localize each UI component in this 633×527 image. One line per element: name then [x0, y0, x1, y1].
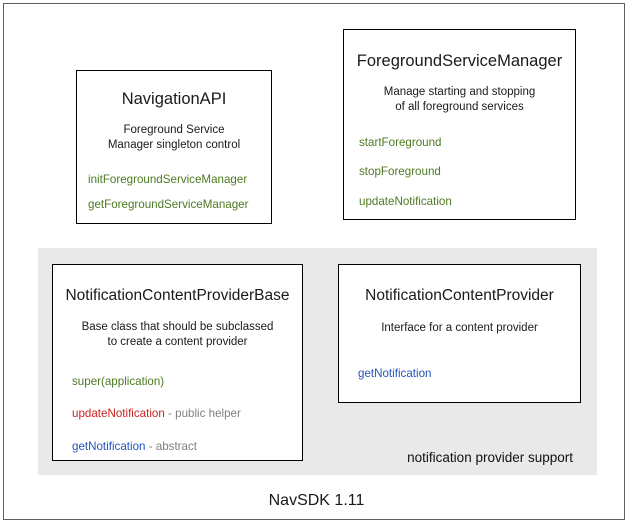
member-item[interactable]: getForegroundServiceManager — [88, 198, 271, 212]
member-name: getNotification — [72, 439, 146, 453]
class-description-line: Interface for a content provider — [381, 321, 538, 334]
member-item[interactable]: updateNotification — [359, 195, 575, 209]
class-box-notification-content-provider[interactable]: NotificationContentProvider Interface fo… — [338, 264, 581, 403]
member-item[interactable]: super(application) — [72, 375, 302, 389]
member-name: initForegroundServiceManager — [88, 173, 248, 186]
member-item[interactable]: updateNotification - public helper — [72, 407, 302, 421]
member-list-notification-content-provider: getNotification — [339, 367, 580, 381]
class-description-line: Manage starting and stopping — [383, 85, 536, 98]
class-title-foreground-service-manager: ForegroundServiceManager — [356, 52, 563, 70]
class-description-line: of all foreground services — [395, 101, 524, 114]
member-name: super(application) — [72, 374, 165, 388]
class-box-foreground-service-manager[interactable]: ForegroundServiceManager Manage starting… — [343, 29, 576, 220]
member-list-navigation-api: initForegroundServiceManager getForegrou… — [77, 173, 271, 213]
member-list-foreground-service-manager: startForeground stopForeground updateNot… — [344, 136, 575, 209]
class-description-notification-content-provider: Interface for a content provider — [339, 321, 580, 337]
member-item[interactable]: stopForeground — [359, 165, 575, 179]
footer-caption: NavSDK 1.11 — [268, 492, 365, 509]
class-description-line: to create a content provider — [107, 336, 248, 349]
member-item[interactable]: getNotification - abstract — [72, 440, 302, 454]
member-name: startForeground — [359, 136, 442, 149]
class-description-foreground-service-manager: Manage starting and stopping of all fore… — [344, 85, 575, 116]
member-name: stopForeground — [359, 165, 441, 179]
group-panel-label: notification provider support — [407, 450, 573, 465]
class-box-notification-content-provider-base[interactable]: NotificationContentProviderBase Base cla… — [52, 264, 303, 461]
class-box-navigation-api[interactable]: NavigationAPI Foreground Service Manager… — [76, 70, 272, 224]
class-description-navigation-api: Foreground Service Manager singleton con… — [77, 123, 271, 154]
class-description-line: Foreground Service — [123, 123, 225, 136]
member-name: updateNotification — [359, 194, 452, 208]
member-name: updateNotification — [72, 407, 165, 421]
member-name: getForegroundServiceManager — [88, 198, 249, 212]
member-note: - abstract — [145, 439, 198, 453]
class-description-notification-content-provider-base: Base class that should be subclassed to … — [53, 320, 302, 351]
class-title-navigation-api: NavigationAPI — [121, 90, 227, 108]
member-item[interactable]: getNotification — [358, 367, 580, 381]
class-description-line: Manager singleton control — [107, 139, 241, 152]
member-item[interactable]: startForeground — [359, 136, 575, 150]
member-list-notification-content-provider-base: super(application) updateNotification - … — [53, 375, 302, 454]
class-title-notification-content-provider-base: NotificationContentProviderBase — [65, 287, 290, 304]
member-note: - public helper — [164, 407, 241, 421]
class-title-notification-content-provider: NotificationContentProvider — [365, 287, 554, 304]
member-name: getNotification — [358, 367, 432, 381]
member-item[interactable]: initForegroundServiceManager — [88, 173, 271, 187]
class-description-line: Base class that should be subclassed — [81, 320, 274, 333]
